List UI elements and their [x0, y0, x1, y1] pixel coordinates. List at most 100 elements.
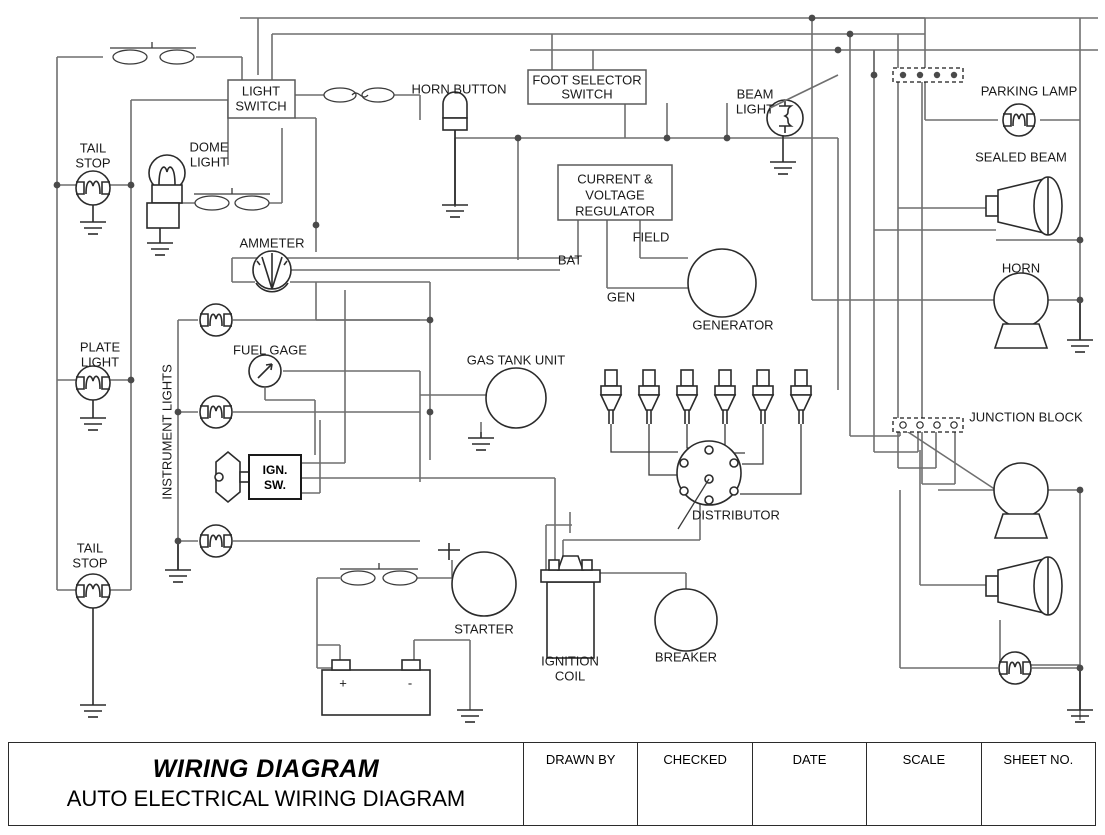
- junction-dots: [53, 14, 1084, 672]
- terminal-strip-top[interactable]: [892, 67, 964, 83]
- ground-icon: [442, 130, 468, 218]
- ignition-coil-label-line1: IGNITION: [541, 653, 599, 668]
- regulator-label-line2: VOLTAGE: [585, 187, 645, 202]
- fuel-gage-gauge[interactable]: [248, 354, 282, 388]
- spark-plug: [751, 369, 775, 424]
- tail-stop-upper-label-line2: STOP: [75, 155, 110, 170]
- instrument-light-lamp-1[interactable]: [199, 303, 233, 337]
- title-block-column-scale[interactable]: SCALE: [867, 743, 982, 825]
- horn-symbol[interactable]: [993, 272, 1049, 349]
- title-block-column-date[interactable]: DATE: [753, 743, 868, 825]
- distributor-label: DISTRIBUTOR: [692, 507, 780, 522]
- wire-network: [56, 17, 1098, 720]
- ground-symbols: [80, 130, 1093, 723]
- spark-plug: [789, 369, 813, 424]
- junction-block-label: JUNCTION BLOCK: [969, 409, 1083, 424]
- battery-symbol[interactable]: + -: [321, 659, 431, 716]
- generator-symbol[interactable]: [687, 248, 757, 318]
- ground-icon: [468, 432, 494, 451]
- column-header: SHEET NO.: [1003, 752, 1074, 767]
- starter-label: STARTER: [454, 621, 513, 636]
- beam-light-label-line2: LIGHT: [736, 101, 774, 116]
- gas-tank-unit-label: GAS TANK UNIT: [467, 352, 566, 367]
- plate-light-label-line1: PLATE: [80, 339, 121, 354]
- starter-symbol[interactable]: [451, 551, 517, 617]
- bat-terminal-label: BAT: [558, 252, 582, 267]
- tail-stop-lower-label-line1: TAIL: [77, 540, 104, 555]
- beam-light-indicator[interactable]: [766, 99, 804, 137]
- sealed-beam-lower[interactable]: [985, 556, 1063, 616]
- ground-icon: [1067, 668, 1093, 723]
- ignition-coil-symbol[interactable]: [540, 555, 601, 659]
- ground-icon: [1067, 300, 1093, 353]
- horn-button-switch[interactable]: [323, 87, 395, 103]
- junction-block[interactable]: [892, 417, 964, 433]
- foot-selector-switch-box[interactable]: FOOT SELECTOR SWITCH: [527, 69, 647, 105]
- tail-stop-lower-label-line2: STOP: [72, 555, 107, 570]
- horn-button-label: HORN BUTTON: [411, 81, 506, 96]
- drawing-subtitle: AUTO ELECTRICAL WIRING DIAGRAM: [66, 785, 466, 811]
- stop-light-switch-upper[interactable]: [110, 42, 196, 65]
- dome-light-label-line1: DOME: [190, 139, 229, 154]
- title-block-column-drawn-by[interactable]: DRAWN BY: [524, 743, 639, 825]
- dome-light-bulb[interactable]: [146, 154, 186, 229]
- light-switch-label-line2: SWITCH: [235, 98, 286, 113]
- ground-icon: [165, 541, 191, 583]
- beam-light-label-line1: BEAM: [737, 86, 774, 101]
- current-voltage-regulator-box[interactable]: CURRENT & VOLTAGE REGULATOR: [557, 164, 673, 221]
- plate-light-lamp[interactable]: [75, 365, 111, 401]
- tail-stop-lamp-upper[interactable]: [75, 170, 111, 206]
- fuel-gage-label: FUEL GAGE: [233, 342, 307, 357]
- horn-button-symbol[interactable]: [442, 91, 468, 131]
- ignition-switch-label-line2: SW.: [264, 478, 286, 492]
- light-switch-box[interactable]: LIGHT SWITCH: [227, 79, 296, 119]
- sealed-beam-upper[interactable]: [985, 176, 1063, 236]
- ammeter-gauge[interactable]: [252, 250, 292, 293]
- column-header: DATE: [792, 752, 827, 767]
- distributor-symbol[interactable]: [676, 440, 742, 530]
- ignition-switch[interactable]: IGN. SW.: [214, 450, 302, 504]
- column-header: DRAWN BY: [545, 752, 616, 767]
- title-block: WIRING DIAGRAM AUTO ELECTRICAL WIRING DI…: [8, 742, 1096, 826]
- spark-plug: [637, 369, 661, 424]
- title-block-main: WIRING DIAGRAM AUTO ELECTRICAL WIRING DI…: [9, 743, 524, 825]
- horn-symbol-lower[interactable]: [993, 462, 1049, 539]
- ground-icon: [770, 133, 796, 175]
- foot-selector-label-line2: SWITCH: [561, 86, 612, 101]
- instrument-light-lamp-3[interactable]: [199, 524, 233, 558]
- ground-icon: [147, 215, 173, 256]
- tail-stop-lamp-lower[interactable]: [75, 573, 111, 609]
- instrument-light-lamp-2[interactable]: [199, 395, 233, 429]
- ammeter-label: AMMETER: [240, 235, 305, 250]
- stop-light-switch-starter[interactable]: [340, 563, 418, 586]
- stop-light-switch-dome[interactable]: [194, 188, 270, 211]
- breaker-label: BREAKER: [655, 649, 717, 664]
- column-header: SCALE: [902, 752, 946, 767]
- ground-icon: [80, 395, 106, 431]
- gen-terminal-label: GEN: [607, 289, 635, 304]
- title-block-column-sheet-no[interactable]: SHEET NO.: [982, 743, 1095, 825]
- ignition-coil-label-line2: COIL: [555, 668, 585, 683]
- ground-icon: [80, 605, 106, 718]
- rear-lamp-lower-right[interactable]: [998, 651, 1032, 685]
- generator-label: GENERATOR: [692, 317, 773, 332]
- battery-positive-label: +: [339, 675, 347, 690]
- spark-plug: [599, 369, 623, 424]
- spark-plug-group: [599, 369, 813, 424]
- regulator-label-line3: REGULATOR: [575, 203, 655, 218]
- ignition-switch-label-line1: IGN.: [263, 463, 288, 477]
- light-switch-label-line1: LIGHT: [242, 83, 280, 98]
- battery-negative-label: -: [408, 675, 412, 690]
- field-terminal-label: FIELD: [633, 229, 670, 244]
- spark-plug: [713, 369, 737, 424]
- drawing-title: WIRING DIAGRAM: [152, 755, 380, 784]
- parking-lamp[interactable]: [1002, 103, 1036, 137]
- title-block-column-checked[interactable]: CHECKED: [638, 743, 753, 825]
- gas-tank-unit-symbol[interactable]: [485, 367, 547, 429]
- parking-lamp-label: PARKING LAMP: [981, 83, 1078, 98]
- breaker-symbol[interactable]: [654, 588, 718, 652]
- sealed-beam-label: SEALED BEAM: [975, 149, 1067, 164]
- instrument-lights-label: INSTRUMENT LIGHTS: [159, 364, 174, 500]
